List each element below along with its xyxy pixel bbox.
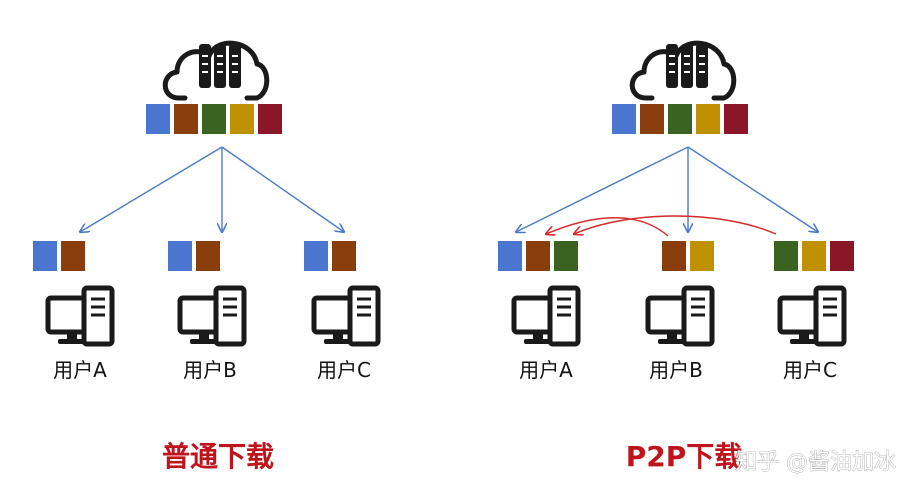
data-block xyxy=(33,241,57,271)
user-node-c: 用户C xyxy=(774,241,854,382)
download-arrows xyxy=(516,146,818,232)
p2p-download-title: P2P下载 xyxy=(626,440,743,473)
user-node-a: 用户A xyxy=(33,241,115,382)
computer-icon xyxy=(777,285,847,347)
server-data-blocks xyxy=(612,104,748,134)
data-block xyxy=(168,241,192,271)
download-arrow xyxy=(221,146,344,232)
peer-transfer-arrows xyxy=(546,215,777,237)
data-block xyxy=(640,104,664,134)
p2p-download-section: 用户A 用户B xyxy=(498,40,854,473)
data-block xyxy=(724,104,748,134)
user-node-a: 用户A xyxy=(498,241,581,382)
user-label: 用户A xyxy=(519,358,573,382)
cloud-server-icon xyxy=(629,40,737,101)
data-block xyxy=(196,241,220,271)
computer-icon xyxy=(311,285,381,347)
data-block xyxy=(830,241,854,271)
data-block xyxy=(230,104,254,134)
normal-download-section: 用户A 用户B xyxy=(33,40,381,473)
computer-icon xyxy=(645,285,715,347)
user-label: 用户B xyxy=(649,358,703,382)
user-label: 用户C xyxy=(317,358,371,382)
download-arrows xyxy=(80,146,344,232)
data-block xyxy=(304,241,328,271)
data-block xyxy=(61,241,85,271)
data-block xyxy=(146,104,170,134)
data-block xyxy=(612,104,636,134)
user-node-b: 用户B xyxy=(645,241,715,382)
peer-transfer-arrow xyxy=(546,217,669,237)
cloud-server-icon xyxy=(162,40,270,101)
data-block xyxy=(774,241,798,271)
data-block xyxy=(526,241,550,271)
data-block xyxy=(690,241,714,271)
user-label: 用户A xyxy=(53,358,107,382)
data-block xyxy=(696,104,720,134)
data-block xyxy=(802,241,826,271)
data-block xyxy=(662,241,686,271)
data-block xyxy=(332,241,356,271)
user-node-c: 用户C xyxy=(304,241,381,382)
data-block xyxy=(258,104,282,134)
download-arrow xyxy=(516,146,689,232)
computer-icon xyxy=(511,285,581,347)
data-block xyxy=(668,104,692,134)
watermark: 知乎 @酱油加冰 xyxy=(735,450,896,475)
data-block xyxy=(498,241,522,271)
computer-icon xyxy=(177,285,247,347)
computer-icon xyxy=(45,285,115,347)
user-node-b: 用户B xyxy=(168,241,247,382)
user-label: 用户C xyxy=(783,358,837,382)
download-arrow xyxy=(687,146,818,232)
user-label: 用户B xyxy=(183,358,237,382)
data-block xyxy=(554,241,578,271)
server-data-blocks xyxy=(146,104,282,134)
peer-transfer-arrow xyxy=(574,215,777,234)
normal-download-title: 普通下载 xyxy=(162,440,274,473)
data-block xyxy=(174,104,198,134)
download-arrow xyxy=(80,146,223,232)
data-block xyxy=(202,104,226,134)
